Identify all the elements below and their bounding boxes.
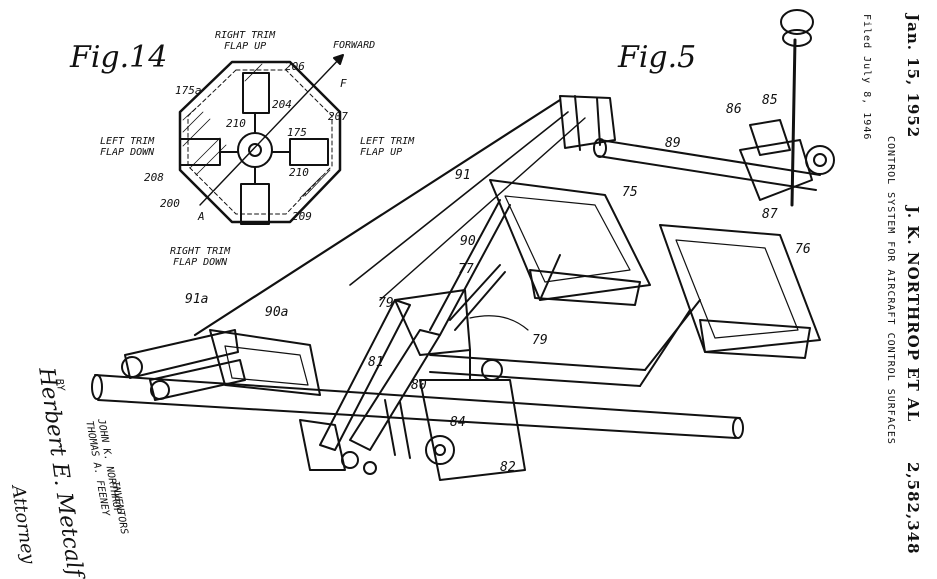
patent-title: CONTROL SYSTEM FOR AIRCRAFT CONTROL SURF… (885, 136, 896, 445)
ref-204: 204 (272, 98, 292, 111)
filed-date: Filed July 8, 1946 (861, 14, 872, 141)
ref-207: 207 (328, 110, 348, 123)
fig5-title: Fig.5 (618, 40, 697, 75)
ref-86: 86 (726, 102, 742, 117)
ref-90: 90 (460, 234, 476, 249)
ref-175a: 175a (175, 84, 202, 97)
patent-date: Jan. 15, 1952 (904, 14, 922, 139)
ref-76: 76 (795, 242, 811, 257)
label-a: A (198, 210, 205, 223)
ref-79-left: 79 (378, 296, 394, 311)
label-left-trim-up: LEFT TRIM FLAP UP (360, 136, 415, 158)
ref-200: 200 (160, 197, 180, 210)
ref-209: 209 (292, 210, 312, 223)
label-left-trim-down: LEFT TRIM FLAP DOWN (100, 136, 155, 158)
ref-77: 77 (458, 262, 474, 277)
fig5-diagram (91, 9, 835, 481)
label-right-trim-down: RIGHT TRIM FLAP DOWN (170, 246, 231, 268)
ref-175: 175 (287, 126, 307, 139)
fig14-diagram (178, 54, 344, 225)
ref-210-bottom: 210 (289, 166, 309, 179)
ref-82: 82 (500, 460, 516, 475)
ref-87: 87 (762, 207, 778, 222)
fig14-title: Fig.14 (70, 40, 168, 75)
ref-84: 84 (450, 415, 466, 430)
ref-79-right: 79 (532, 333, 548, 348)
ref-85: 85 (762, 93, 778, 108)
ref-91a: 91a (185, 292, 209, 307)
ref-80: 80 (411, 378, 427, 393)
label-right-trim-up: RIGHT TRIM FLAP UP (215, 30, 276, 52)
ref-89: 89 (665, 136, 681, 151)
ref-91: 91 (455, 168, 471, 183)
patent-inventor: J. K. NORTHROP ET AL (904, 206, 922, 423)
ref-208: 208 (144, 171, 164, 184)
ref-90a: 90a (265, 305, 289, 320)
label-forward: FORWARD (333, 40, 376, 51)
ref-210-top: 210 (226, 117, 246, 130)
patent-number: 2,582,348 (904, 462, 922, 555)
label-f: F (340, 77, 347, 90)
ref-81: 81 (368, 355, 384, 370)
ref-206: 206 (285, 60, 305, 73)
ref-75: 75 (622, 185, 638, 200)
